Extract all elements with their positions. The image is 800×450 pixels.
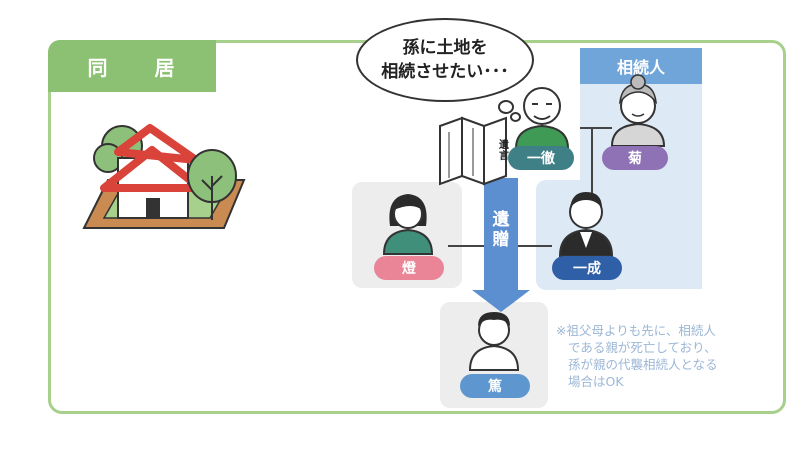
thought-dot-1 [498,100,514,114]
note-line: ※祖父母よりも先に、相続人 [556,323,716,338]
grandson-name: 篤 [460,374,530,398]
grandmother-name: 菊 [602,146,668,170]
house-icon [82,124,246,229]
note-line: 場合はOK [568,374,624,389]
grandfather-name: 一徹 [508,146,574,170]
will-document-icon [439,116,507,186]
thought-line-2: 相続させたい･･･ [381,62,509,82]
heirs-header: 相続人 [580,48,702,84]
thought-dot-2 [510,112,521,122]
grandfather-avatar-icon [514,87,570,149]
daughter-in-law-avatar-icon [382,194,434,255]
bequest-label: 遺贈 [492,210,510,250]
grandmother-avatar-icon [610,74,666,147]
bequest-arrow [472,178,530,312]
son-avatar-icon [558,192,614,257]
will-label: 遺言 [499,140,509,162]
thought-line-1: 孫に土地を [402,38,488,58]
note-line: 孫が親の代襲相続人となる [568,357,718,372]
son-name: 一成 [552,256,622,280]
thought-bubble: 孫に土地を 相続させたい･･･ [356,18,534,102]
grandson-avatar-icon [468,312,520,371]
note-text: ※祖父母よりも先に、相続人 である親が死亡しており、 孫が親の代襲相続人となる … [556,322,766,390]
note-line: である親が死亡しており、 [568,340,717,355]
section-title: 同 居 [48,40,216,92]
daughter-in-law-name: 燈 [374,256,444,280]
